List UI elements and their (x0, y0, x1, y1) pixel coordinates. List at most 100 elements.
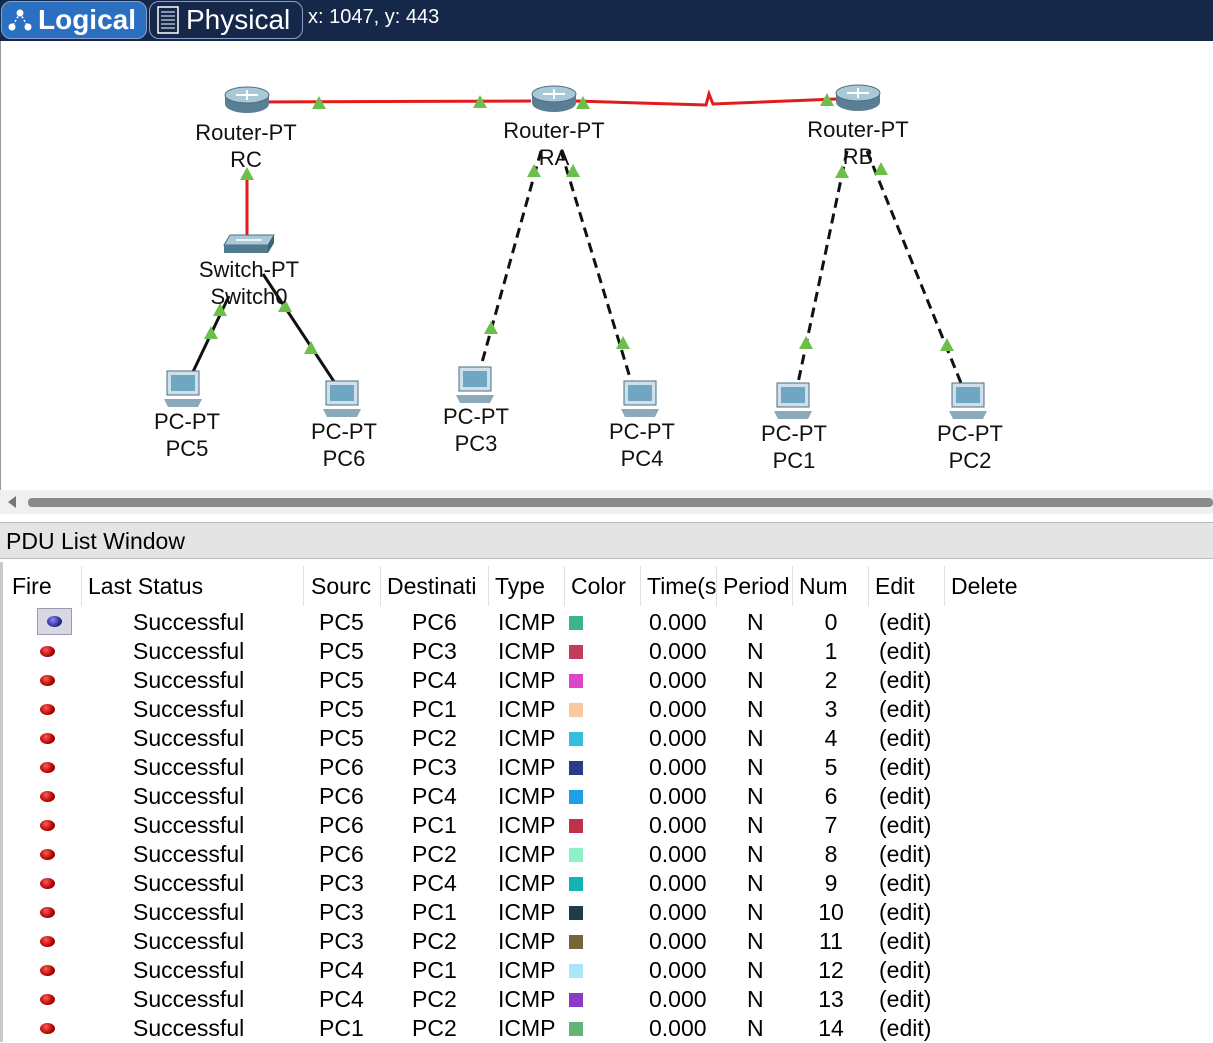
router-icon[interactable] (835, 84, 881, 111)
col-header-edit[interactable]: Edit (869, 566, 945, 606)
color-swatch (569, 703, 583, 717)
cell-edit-link[interactable]: (edit) (879, 986, 932, 1012)
fire-button[interactable] (37, 608, 72, 635)
link-ra-rb[interactable] (575, 89, 837, 107)
cell-source: PC5 (319, 696, 364, 722)
col-header-destination[interactable]: Destinati (381, 566, 489, 606)
fire-button[interactable] (37, 790, 59, 804)
cell-edit-link[interactable]: (edit) (879, 841, 932, 867)
fire-button[interactable] (37, 906, 59, 920)
fire-button[interactable] (37, 877, 59, 891)
tab-logical[interactable]: Logical (1, 1, 147, 39)
fire-button[interactable] (37, 1022, 59, 1036)
color-swatch (569, 732, 583, 746)
fire-button[interactable] (37, 964, 59, 978)
cell-periodic: N (747, 1015, 764, 1041)
link-ra-pc3[interactable] (479, 150, 543, 367)
cell-edit-link[interactable]: (edit) (879, 957, 932, 983)
switch-icon[interactable] (223, 234, 275, 253)
router-icon[interactable] (531, 85, 577, 112)
col-header-type[interactable]: Type (489, 566, 565, 606)
pc-icon[interactable] (774, 382, 812, 419)
cell-periodic: N (747, 986, 764, 1012)
cell-destination: PC2 (412, 986, 457, 1012)
fire-button[interactable] (37, 935, 59, 949)
cell-edit-link[interactable]: (edit) (879, 812, 932, 838)
link-rc-ra[interactable] (247, 99, 532, 104)
cell-edit-link[interactable]: (edit) (879, 899, 932, 925)
cell-edit-link[interactable]: (edit) (879, 609, 932, 635)
pc-icon[interactable] (949, 382, 987, 419)
link-switch-pc6[interactable] (261, 273, 337, 384)
device-type: PC-PT (154, 409, 220, 434)
col-header-fire[interactable]: Fire (6, 566, 82, 606)
cell-edit-link[interactable]: (edit) (879, 696, 932, 722)
pc-icon[interactable] (323, 380, 361, 417)
fire-button[interactable] (37, 703, 59, 717)
physical-view-icon (157, 6, 179, 34)
fire-button[interactable] (37, 761, 59, 775)
col-header-last-status[interactable]: Last Status (82, 566, 304, 606)
pc-icon[interactable] (621, 380, 659, 417)
col-header-num[interactable]: Num (793, 566, 869, 606)
cell-num: 14 (818, 1015, 844, 1041)
horizontal-scrollbar[interactable] (0, 490, 1213, 514)
cell-edit-link[interactable]: (edit) (879, 783, 932, 809)
fire-dot-icon (40, 646, 55, 657)
fire-button[interactable] (37, 819, 59, 833)
fire-dot-icon (40, 733, 55, 744)
tab-physical[interactable]: Physical (149, 1, 303, 39)
cell-status: Successful (133, 725, 245, 751)
cell-edit-link[interactable]: (edit) (879, 928, 932, 954)
cell-source: PC6 (319, 812, 364, 838)
col-header-periodic[interactable]: Period (717, 566, 793, 606)
cell-edit-link[interactable]: (edit) (879, 1015, 932, 1041)
color-swatch (569, 761, 583, 775)
fire-button[interactable] (37, 674, 59, 688)
fire-button[interactable] (37, 848, 59, 862)
col-header-source[interactable]: Sourc (305, 566, 381, 606)
col-header-time[interactable]: Time(s (641, 566, 717, 606)
cell-edit-link[interactable]: (edit) (879, 638, 932, 664)
cell-edit-link[interactable]: (edit) (879, 754, 932, 780)
fire-button[interactable] (37, 645, 59, 659)
fire-button[interactable] (37, 732, 59, 746)
cell-periodic: N (747, 725, 764, 751)
scroll-thumb[interactable] (28, 498, 1213, 507)
cell-edit-link[interactable]: (edit) (879, 667, 932, 693)
router-rb-label: Router-PT RB (793, 116, 923, 170)
link-ra-pc4[interactable] (559, 150, 633, 382)
color-swatch (569, 790, 583, 804)
cell-edit-link[interactable]: (edit) (879, 870, 932, 896)
col-header-delete[interactable]: Delete (951, 573, 1018, 599)
device-type: PC-PT (609, 419, 675, 444)
pc1-label: PC-PT PC1 (739, 420, 849, 474)
router-icon[interactable] (224, 86, 270, 113)
pc-icon[interactable] (456, 366, 494, 403)
cell-status: Successful (133, 841, 245, 867)
col-header-color[interactable]: Color (565, 566, 641, 606)
fire-button[interactable] (37, 993, 59, 1007)
scroll-left-icon[interactable] (8, 496, 16, 508)
cursor-coordinates: x: 1047, y: 443 (308, 6, 440, 28)
logical-view-icon (8, 9, 32, 31)
cell-periodic: N (747, 754, 764, 780)
cell-edit-link[interactable]: (edit) (879, 725, 932, 751)
logical-workspace[interactable]: Router-PT RC Router-PT RA Router-PT RB S… (0, 41, 1213, 490)
pc-icon[interactable] (164, 370, 202, 407)
